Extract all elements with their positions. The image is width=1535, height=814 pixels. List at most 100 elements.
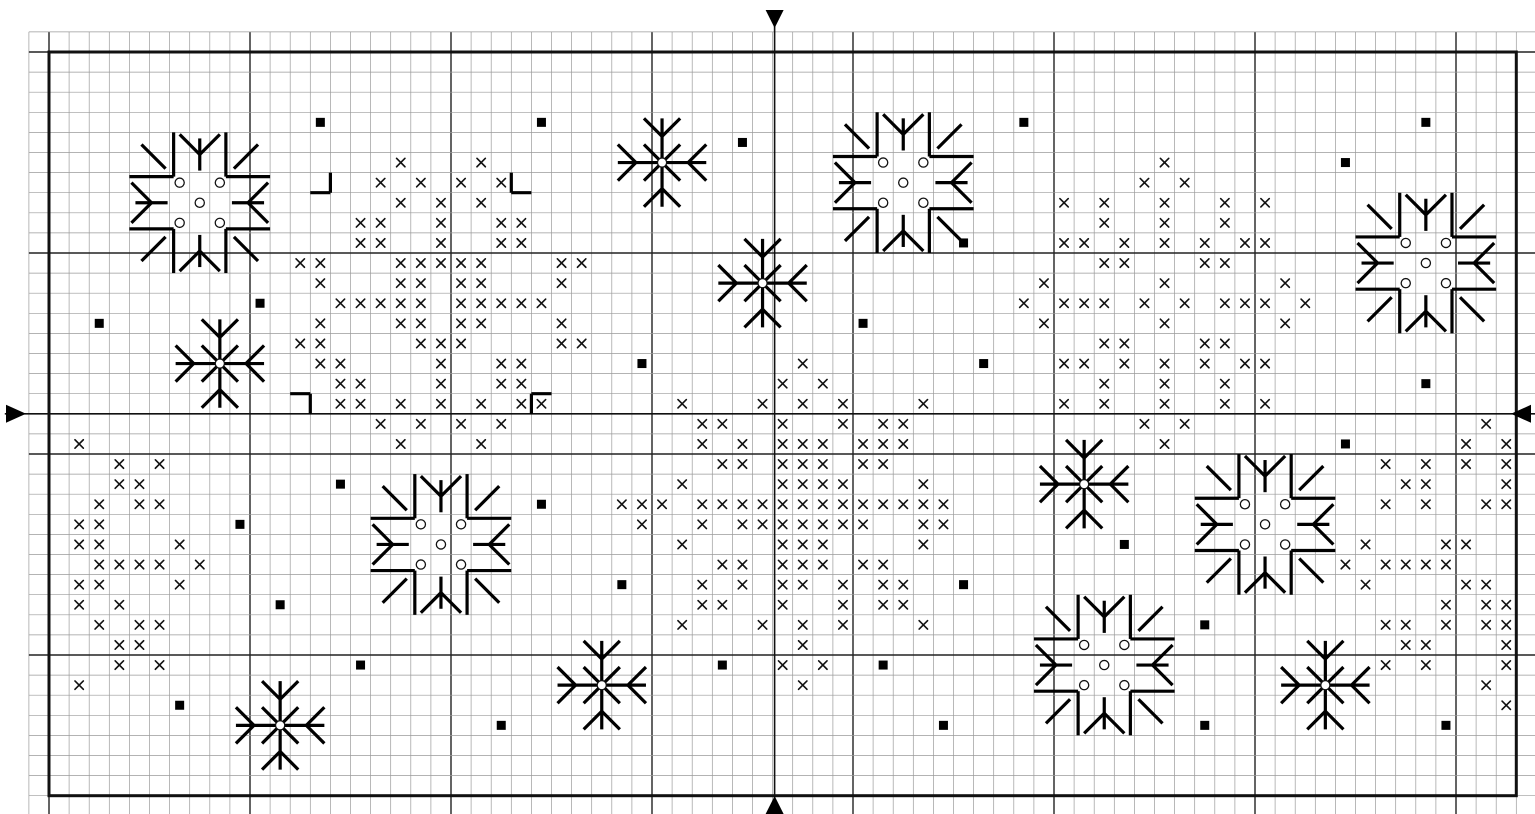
backstitch (1040, 466, 1058, 484)
cross-stitch (1221, 339, 1229, 347)
cross-stitch (939, 520, 947, 528)
cross-stitch (1502, 440, 1510, 448)
backstitch (1110, 466, 1128, 484)
french-knot (1421, 258, 1430, 267)
cross-stitch (698, 500, 706, 508)
backstitch (662, 189, 680, 207)
cross-stitch (1502, 661, 1510, 669)
cross-stitch (1422, 460, 1430, 468)
cross-stitch (115, 560, 123, 568)
cross-stitch (1201, 259, 1209, 267)
cross-stitch (457, 259, 465, 267)
cross-stitch (376, 219, 384, 227)
cross-stitch (1381, 500, 1389, 508)
cross-stitch (537, 400, 545, 408)
backstitch (1084, 440, 1102, 458)
cross-stitch (678, 621, 686, 629)
cross-stitch (557, 259, 565, 267)
french-knot (1321, 681, 1330, 690)
cross-stitch (1160, 379, 1168, 387)
backstitch (1138, 607, 1162, 631)
backstitch (1299, 559, 1323, 583)
cross-stitch (1442, 621, 1450, 629)
cross-stitch (799, 359, 807, 367)
center-arrow-left (6, 405, 26, 423)
french-knot (919, 158, 928, 167)
backstitch (202, 319, 220, 337)
backstitch (236, 725, 254, 743)
cross-stitch (698, 440, 706, 448)
cross-stitch (557, 279, 565, 287)
cross-stitch (1261, 199, 1269, 207)
cross-stitch (799, 621, 807, 629)
cross-stitch (437, 219, 445, 227)
cross-stitch (1221, 259, 1229, 267)
backstitch (628, 667, 646, 685)
bead-square (637, 359, 646, 368)
cross-stitch (1080, 359, 1088, 367)
backstitch (1307, 711, 1325, 729)
cross-stitch (919, 500, 927, 508)
bead-square (316, 118, 325, 127)
cross-stitch (839, 480, 847, 488)
cross-stitch (1281, 319, 1289, 327)
cross-stitch (175, 540, 183, 548)
center-arrow-right (1511, 405, 1531, 423)
cross-stitch (1221, 199, 1229, 207)
large-snowflake (129, 132, 270, 273)
backstitch (1460, 297, 1484, 321)
cross-stitch (95, 500, 103, 508)
cross-stitch (1100, 299, 1108, 307)
backstitch (789, 265, 807, 283)
bead-square (256, 299, 265, 308)
backstitch (176, 364, 194, 382)
cross-stitch (115, 641, 123, 649)
cross-stitch (799, 681, 807, 689)
cross-stitch (1241, 239, 1249, 247)
french-knot (919, 198, 928, 207)
french-knot (1120, 640, 1129, 649)
cross-stitch (497, 239, 505, 247)
backstitch (1307, 641, 1325, 659)
bead-square (497, 721, 506, 730)
backstitch (1325, 641, 1343, 659)
cross-stitch (638, 500, 646, 508)
cross-stitch (397, 319, 405, 327)
cross-stitch (1381, 621, 1389, 629)
cross-stitch (517, 219, 525, 227)
center-markers (6, 10, 1531, 814)
backstitch (262, 681, 280, 699)
cross-stitch (155, 500, 163, 508)
backstitch (763, 309, 781, 327)
cross-stitch (316, 279, 324, 287)
cross-stitch (859, 440, 867, 448)
french-knot (1080, 480, 1089, 489)
cross-stitch (718, 500, 726, 508)
cross-stitch (497, 379, 505, 387)
cross-stitch (1100, 339, 1108, 347)
french-knot (1080, 681, 1089, 690)
backstitch (1110, 484, 1128, 502)
cross-stitch (738, 440, 746, 448)
french-knot (1260, 520, 1269, 529)
cross-stitch (1442, 560, 1450, 568)
cross-stitch (839, 601, 847, 609)
cross-stitch (75, 681, 83, 689)
cross-stitch (135, 560, 143, 568)
cross-stitch (1261, 359, 1269, 367)
small-snowflake (618, 118, 706, 206)
backstitch (1351, 685, 1369, 703)
backstitch (262, 751, 280, 769)
cross-stitch (196, 560, 204, 568)
cross-stitch (175, 580, 183, 588)
cross-stitch (1100, 400, 1108, 408)
cross-stitch (1502, 641, 1510, 649)
backstitch (558, 667, 576, 685)
cross-stitch (1381, 661, 1389, 669)
cross-stitch (1180, 178, 1188, 186)
cross-stitch (1462, 440, 1470, 448)
cross-stitch (397, 440, 405, 448)
french-knot (597, 681, 606, 690)
cross-stitch (75, 580, 83, 588)
backstitch (937, 124, 961, 148)
